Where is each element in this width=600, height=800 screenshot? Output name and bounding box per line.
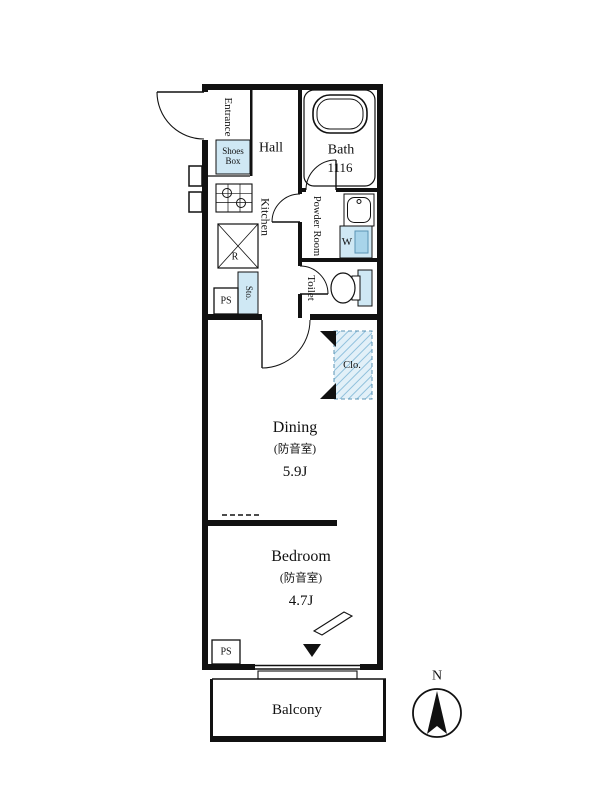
stove-icon (215, 183, 253, 213)
toilet-icon (330, 269, 373, 307)
storage-label: Sto. (243, 285, 254, 301)
north-arrow-icon (427, 691, 447, 734)
refrigerator-label: R (231, 251, 239, 263)
hall-dining-door-arc (261, 319, 311, 369)
washer-icon (339, 225, 373, 259)
balcony-label: Balcony (272, 701, 322, 718)
entrance-label: Entrance (222, 97, 235, 137)
toilet-door-arc (299, 265, 329, 295)
shoes-box-area (215, 139, 251, 175)
closet-label: Clo. (343, 360, 361, 372)
toilet-label: Toilet (305, 275, 318, 301)
balcony-walls (210, 678, 386, 742)
bedroom-size-label: 4.7J (288, 592, 314, 609)
bathtub-icon (312, 94, 368, 134)
meter-box (188, 165, 203, 213)
dining-size-label: 5.9J (282, 463, 308, 480)
pipe-space-bottom-box (211, 639, 241, 665)
pipe-space-bottom-label: PS (220, 646, 232, 658)
refrigerator-icon (217, 223, 259, 269)
bedroom-label: Bedroom (271, 548, 331, 566)
window (255, 664, 360, 680)
closet-hatch (320, 330, 373, 400)
bath-label: Bath (327, 142, 355, 158)
outer-walls (202, 84, 383, 670)
bath-room-outline (303, 89, 376, 187)
washer-label: W (341, 235, 353, 248)
bedroom-note-label: (防音室) (279, 572, 323, 585)
powder-room-label: Powder Room (310, 195, 322, 257)
dining-note-label: (防音室) (273, 443, 317, 456)
bath-size-label: 1116 (327, 159, 353, 175)
entrance-door-arc (156, 91, 205, 140)
desk-icon (312, 611, 354, 636)
balcony-access-triangle (303, 644, 321, 657)
interior-walls (202, 90, 383, 526)
pipe-space-top-box (213, 287, 239, 315)
pipe-space-top-label: PS (220, 295, 232, 307)
shoes-box-label: Shoes Box (222, 146, 244, 166)
bath-door-arc (305, 159, 337, 191)
compass (412, 688, 462, 738)
sink-icon (343, 193, 375, 227)
powder-room-door-arc (271, 193, 301, 223)
kitchen-label: Kitchen (258, 198, 273, 236)
hall-label: Hall (258, 140, 284, 156)
dining-label: Dining (272, 419, 318, 437)
compass-north-label: N (431, 668, 443, 684)
